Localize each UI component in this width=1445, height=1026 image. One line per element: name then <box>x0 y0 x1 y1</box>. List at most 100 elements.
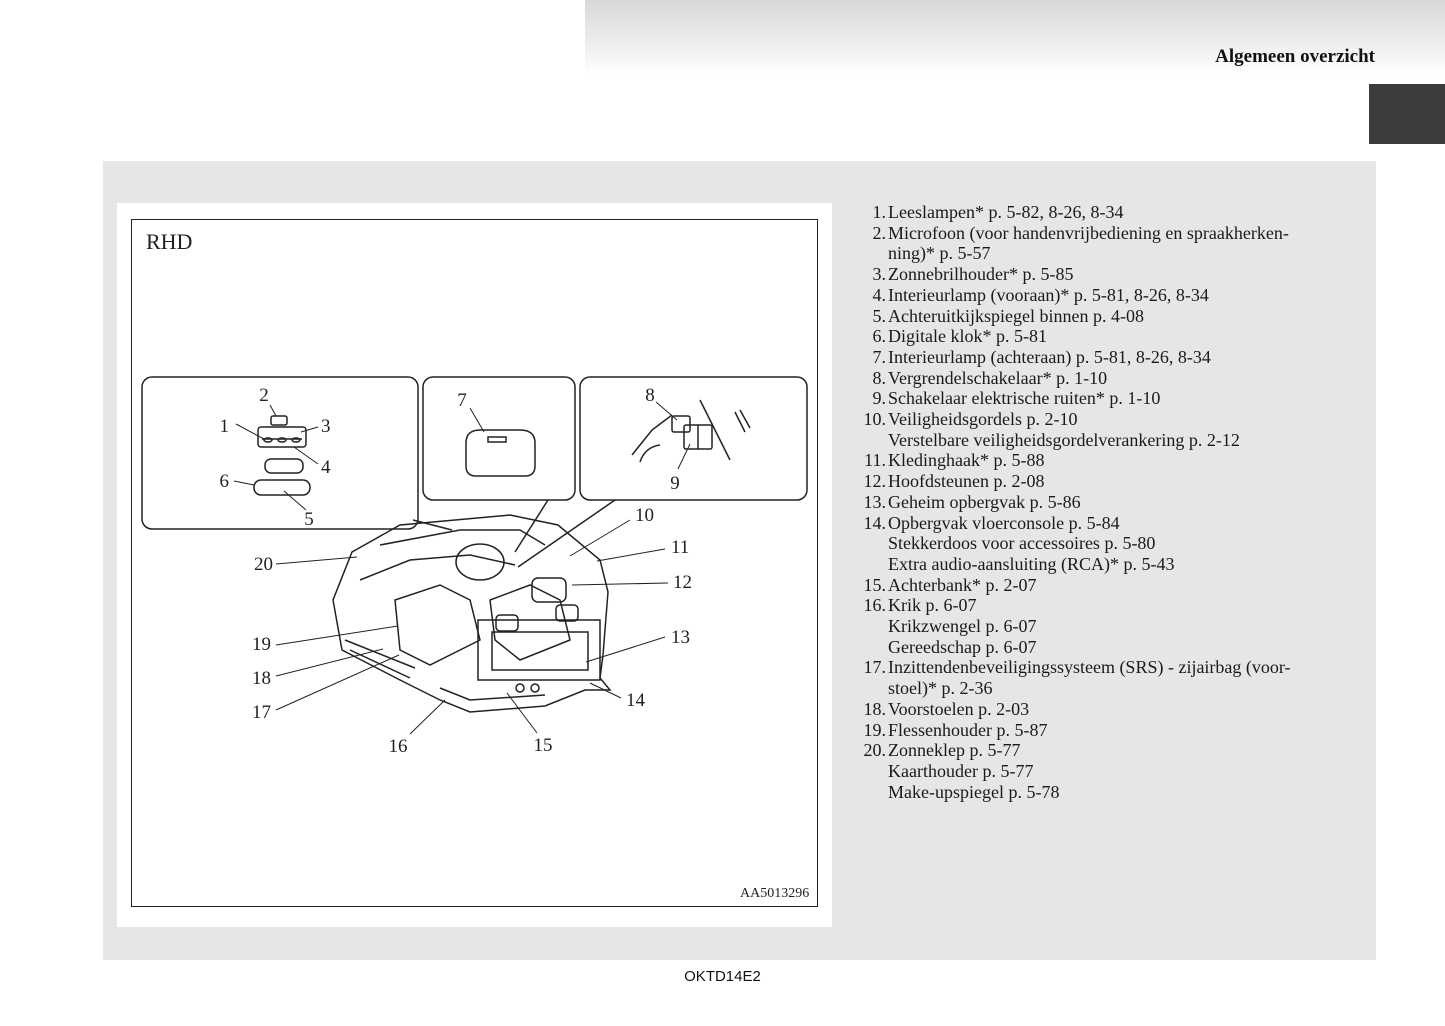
legend-entry: 13.Geheim opbergvak p. 5-86 <box>850 492 1320 513</box>
legend-line: Opbergvak vloerconsole p. 5-84 <box>888 512 1120 533</box>
legend-number: 18. <box>863 698 887 719</box>
figure-frame <box>117 203 832 927</box>
callout-5: 5 <box>304 509 314 530</box>
legend-line: Krikzwengel p. 6-07 <box>888 616 1037 637</box>
callout-2: 2 <box>259 385 269 406</box>
legend-text: Inzittendenbeveiligingssysteem (SRS) - z… <box>888 657 1320 698</box>
legend-text: Zonnebrilhouder* p. 5-85 <box>888 264 1320 285</box>
figure-code: AA5013296 <box>740 886 810 901</box>
callout-11: 11 <box>671 537 689 558</box>
figure-border <box>131 219 818 907</box>
legend-line: stoel)* p. 2-36 <box>888 678 993 699</box>
legend-line: Zonneklep p. 5-77 <box>888 740 1021 761</box>
legend-text: Interieurlamp (achteraan) p. 5-81, 8-26,… <box>888 347 1320 368</box>
legend-entry: 2.Microfoon (voor handenvrijbediening en… <box>850 223 1320 264</box>
footer-doc-code: OKTD14E2 <box>684 968 761 985</box>
legend-text: Hoofdsteunen p. 2-08 <box>888 471 1320 492</box>
detail-box-switches <box>579 376 808 501</box>
legend-entry: 6.Digitale klok* p. 5-81 <box>850 326 1320 347</box>
callout-18: 18 <box>252 668 271 689</box>
legend-number: 4. <box>872 284 887 305</box>
legend-entry: 1.Leeslampen* p. 5-82, 8-26, 8-34 <box>850 202 1320 223</box>
legend-number: 12. <box>863 471 887 492</box>
legend-number: 19. <box>863 719 887 740</box>
callout-20: 20 <box>254 554 273 575</box>
legend-number: 17. <box>863 657 887 678</box>
legend-text: Voorstoelen p. 2-03 <box>888 699 1320 720</box>
legend-line: ning)* p. 5-57 <box>888 243 991 264</box>
legend-text: Achterbank* p. 2-07 <box>888 575 1320 596</box>
legend-text: Kledinghaak* p. 5-88 <box>888 450 1320 471</box>
legend-number: 2. <box>872 222 887 243</box>
callout-8: 8 <box>645 385 655 406</box>
legend-entry: 12.Hoofdsteunen p. 2-08 <box>850 471 1320 492</box>
callout-10: 10 <box>635 505 654 526</box>
legend-line: Extra audio-aansluiting (RCA)* p. 5-43 <box>888 553 1175 574</box>
legend-text: Interieurlamp (vooraan)* p. 5-81, 8-26, … <box>888 285 1320 306</box>
legend-text: Digitale klok* p. 5-81 <box>888 326 1320 347</box>
legend-line: Achteruitkijkspiegel binnen p. 4-08 <box>888 305 1144 326</box>
legend-entry: 5.Achteruitkijkspiegel binnen p. 4-08 <box>850 306 1320 327</box>
callout-6: 6 <box>220 471 230 492</box>
legend-line: Kledinghaak* p. 5-88 <box>888 450 1045 471</box>
legend-line: Achterbank* p. 2-07 <box>888 574 1037 595</box>
legend-line: Make-upspiegel p. 5-78 <box>888 781 1060 802</box>
legend-entry: 18.Voorstoelen p. 2-03 <box>850 699 1320 720</box>
legend-entry: 7.Interieurlamp (achteraan) p. 5-81, 8-2… <box>850 347 1320 368</box>
callout-17: 17 <box>252 702 271 723</box>
legend-number: 16. <box>863 595 887 616</box>
callout-9: 9 <box>670 473 680 494</box>
callout-1: 1 <box>220 416 230 437</box>
legend-entry: 4.Interieurlamp (vooraan)* p. 5-81, 8-26… <box>850 285 1320 306</box>
legend-line: Krik p. 6-07 <box>888 595 977 616</box>
legend-line: Kaarthouder p. 5-77 <box>888 760 1034 781</box>
legend-line: Hoofdsteunen p. 2-08 <box>888 471 1045 492</box>
legend-text: Geheim opbergvak p. 5-86 <box>888 492 1320 513</box>
legend-number: 15. <box>863 574 887 595</box>
figure-label: RHD <box>146 229 193 254</box>
legend-number: 14. <box>863 512 887 533</box>
legend-line: Voorstoelen p. 2-03 <box>888 698 1030 719</box>
header-band <box>585 0 1445 75</box>
legend-number: 7. <box>872 346 887 367</box>
legend-line: Verstelbare veiligheidsgordelverankering… <box>888 429 1240 450</box>
callout-3: 3 <box>321 416 331 437</box>
detail-box-overhead <box>141 376 419 530</box>
legend-entry: 17.Inzittendenbeveiligingssysteem (SRS) … <box>850 657 1320 698</box>
legend-number: 8. <box>872 367 887 388</box>
legend-line: Vergrendelschakelaar* p. 1-10 <box>888 367 1108 388</box>
legend-line: Interieurlamp (vooraan)* p. 5-81, 8-26, … <box>888 284 1209 305</box>
legend-number: 10. <box>863 409 887 430</box>
legend-text: Flessenhouder p. 5-87 <box>888 720 1320 741</box>
legend-line: Gereedschap p. 6-07 <box>888 636 1037 657</box>
legend-line: Zonnebrilhouder* p. 5-85 <box>888 264 1074 285</box>
callout-13: 13 <box>671 627 690 648</box>
section-title: Algemeen overzicht <box>1215 46 1375 67</box>
legend-number: 6. <box>872 326 887 347</box>
legend-number: 13. <box>863 491 887 512</box>
legend-line: Microfoon (voor handenvrijbediening en s… <box>888 222 1289 243</box>
legend-line: Stekkerdoos voor accessoires p. 5-80 <box>888 533 1156 554</box>
legend-entry: 11.Kledinghaak* p. 5-88 <box>850 450 1320 471</box>
callout-7: 7 <box>457 390 467 411</box>
legend-number: 20. <box>863 740 887 761</box>
legend-entry: 9.Schakelaar elektrische ruiten* p. 1-10 <box>850 388 1320 409</box>
legend-text: Schakelaar elektrische ruiten* p. 1-10 <box>888 388 1320 409</box>
callout-16: 16 <box>389 736 408 757</box>
callout-19: 19 <box>252 634 271 655</box>
callout-15: 15 <box>534 735 553 756</box>
callout-14: 14 <box>626 690 646 711</box>
legend-line: Flessenhouder p. 5-87 <box>888 719 1048 740</box>
legend-line: Leeslampen* p. 5-82, 8-26, 8-34 <box>888 202 1124 222</box>
legend-entry: 3.Zonnebrilhouder* p. 5-85 <box>850 264 1320 285</box>
callout-12: 12 <box>673 572 692 593</box>
legend-line: Schakelaar elektrische ruiten* p. 1-10 <box>888 388 1161 409</box>
